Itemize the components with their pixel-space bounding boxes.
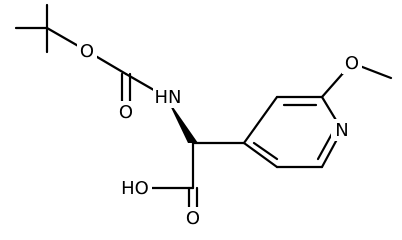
- atom-labels: O O HN O N HO O: [77, 40, 362, 229]
- atom-label-o-carbonyl-top: O: [119, 102, 133, 123]
- atom-label-o-carbonyl-bottom: O: [186, 208, 200, 229]
- atom-bg-o-carbonyl-bottom: [183, 207, 203, 229]
- atom-label-o-ester: O: [80, 41, 94, 62]
- atom-bg-o-ester: [77, 40, 97, 62]
- atom-bg-n-ring: [331, 119, 353, 141]
- bonds: [14, 3, 393, 215]
- atom-label-nh: HN: [155, 87, 182, 108]
- bond-ring-c5-c4: [242, 141, 279, 169]
- atom-label-oh: HO: [121, 178, 149, 199]
- atom-bg-o-methoxy: [342, 52, 362, 74]
- bond-ring-c4-c3: [242, 95, 279, 145]
- bond-ring-c5-c4-inner: [252, 141, 279, 161]
- atom-label-o-methoxy: O: [345, 53, 359, 74]
- wedge-bond-nh-to-alpha-c: [166, 97, 198, 143]
- atom-label-n-ring: N: [335, 120, 348, 141]
- atom-bg-o-carbonyl-top: [116, 101, 136, 123]
- atom-bg-nh: [153, 86, 183, 108]
- atom-bg-oh: [118, 177, 152, 199]
